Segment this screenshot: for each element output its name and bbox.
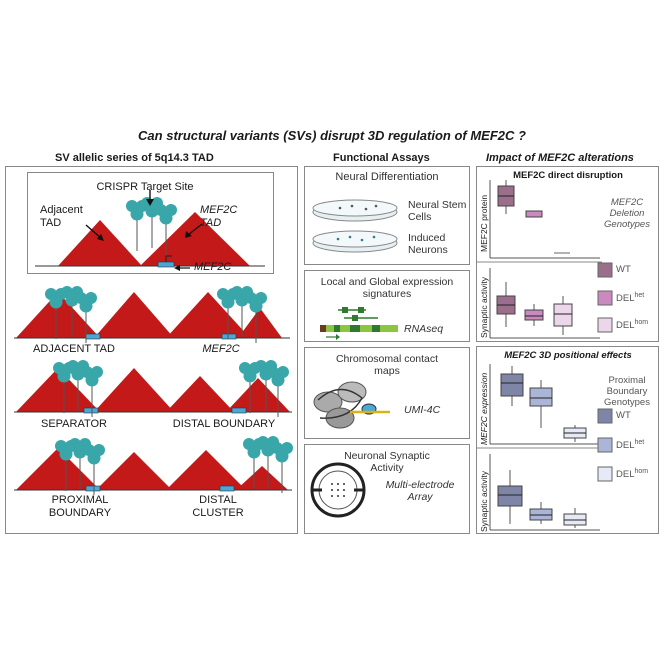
mea-icon xyxy=(310,462,366,518)
assay-title-neural-differentiation: Neural Differentiation xyxy=(335,171,439,183)
assay-method-mea: Multi-electrode Array xyxy=(385,479,455,503)
impact-positional-title: MEF2C 3D positional effects xyxy=(504,350,632,361)
variant-label-proximal-boundary: PROXIMAL BOUNDARY xyxy=(48,494,112,519)
chromatin-contact-icon xyxy=(313,381,390,429)
legend-label-direct-wt: WT xyxy=(616,264,631,275)
rnaseq-track-icon xyxy=(320,307,398,340)
legend-swatch-direct-het xyxy=(597,290,613,306)
ylabel-positional-synaptic: Synaptic activity xyxy=(479,471,489,532)
box-protein-het xyxy=(525,210,543,218)
box-synaptic-hom xyxy=(553,303,573,327)
adjacent-tad-label: Adjacent TAD xyxy=(40,204,83,229)
boxplot-positional-expression xyxy=(489,364,600,445)
legend-label-direct-hom: DELhom xyxy=(616,319,649,332)
assay-title-synaptic: Neuronal Synaptic Activity xyxy=(344,450,430,474)
assay-method-rnaseq: RNAseq xyxy=(404,323,444,335)
assay-label-nsc: Neural Stem Cells xyxy=(408,199,467,223)
variant-label-mef2c: MEF2C xyxy=(202,343,240,355)
assay-label-neurons: Induced Neurons xyxy=(408,232,448,256)
legend-swatch-direct-hom xyxy=(597,317,613,333)
petri-dish-neurons-icon xyxy=(312,230,398,253)
boxplot-positional-synaptic xyxy=(489,454,600,531)
ylabel-positional-expression: MEF2C expression xyxy=(479,372,489,445)
box-pos-synaptic-wt xyxy=(497,485,523,507)
variant-label-separator: SEPARATOR xyxy=(40,418,108,430)
mef2c-tad-label: MEF2C TAD xyxy=(200,204,238,229)
box-expression-het xyxy=(529,387,553,407)
legend-label-pos-het: DELhet xyxy=(616,439,645,452)
legend-label-direct-het: DELhet xyxy=(616,292,645,305)
middle-column-heading: Functional Assays xyxy=(333,152,430,164)
boxplot-direct-synaptic xyxy=(489,268,600,339)
boxplot-direct-protein xyxy=(489,180,600,259)
assay-method-umi4c: UMI-4C xyxy=(404,404,441,416)
legend-swatch-pos-wt xyxy=(597,408,613,424)
legend-label-pos-wt: WT xyxy=(616,410,631,421)
assay-title-contact: Chromosomal contact maps xyxy=(335,353,439,377)
variant-mef2c-diagram xyxy=(164,285,290,344)
box-synaptic-het xyxy=(524,309,544,321)
legend-label-pos-hom: DELhom xyxy=(616,468,649,481)
left-column-heading: SV allelic series of 5q14.3 TAD xyxy=(55,152,214,164)
figure-title: Can structural variants (SVs) disrupt 3D… xyxy=(138,128,526,143)
variant-label-distal-boundary: DISTAL BOUNDARY xyxy=(172,418,276,430)
mef2c-gene-label: MEF2C xyxy=(194,261,232,273)
assay-title-expression: Local and Global expression signatures xyxy=(320,276,454,300)
variant-label-distal-cluster: DISTAL CLUSTER xyxy=(192,494,244,519)
schematic-diagram xyxy=(35,190,265,271)
variant-distal-cluster-diagram xyxy=(164,435,294,494)
legend-title-direct: MEF2C Deletion Genotypes xyxy=(604,197,650,230)
legend-swatch-direct-wt xyxy=(597,262,613,278)
petri-dish-nsc-icon xyxy=(312,199,398,222)
right-column-heading: Impact of MEF2C alterations xyxy=(486,152,634,164)
crispr-target-label: CRISPR Target Site xyxy=(96,181,194,193)
variant-proximal-boundary-diagram xyxy=(14,437,176,496)
variant-label-adjacent-tad: ADJACENT TAD xyxy=(33,343,115,355)
impact-direct-title: MEF2C direct disruption xyxy=(513,170,623,181)
mef2c-tad-triangle xyxy=(140,212,250,266)
variant-separator-diagram xyxy=(14,359,176,418)
adjacent-tad-triangle xyxy=(58,220,142,266)
legend-title-positional: Proximal Boundary Genotypes xyxy=(604,375,650,408)
legend-swatch-pos-hom xyxy=(597,466,613,482)
box-expression-wt xyxy=(500,373,524,397)
ylabel-direct-synaptic: Synaptic activity xyxy=(479,277,489,338)
variant-distal-boundary-diagram xyxy=(164,359,292,418)
ylabel-direct-protein: MEF2C protein xyxy=(479,194,489,252)
legend-swatch-pos-het xyxy=(597,437,613,453)
variant-adjacent-tad-diagram xyxy=(14,285,176,344)
